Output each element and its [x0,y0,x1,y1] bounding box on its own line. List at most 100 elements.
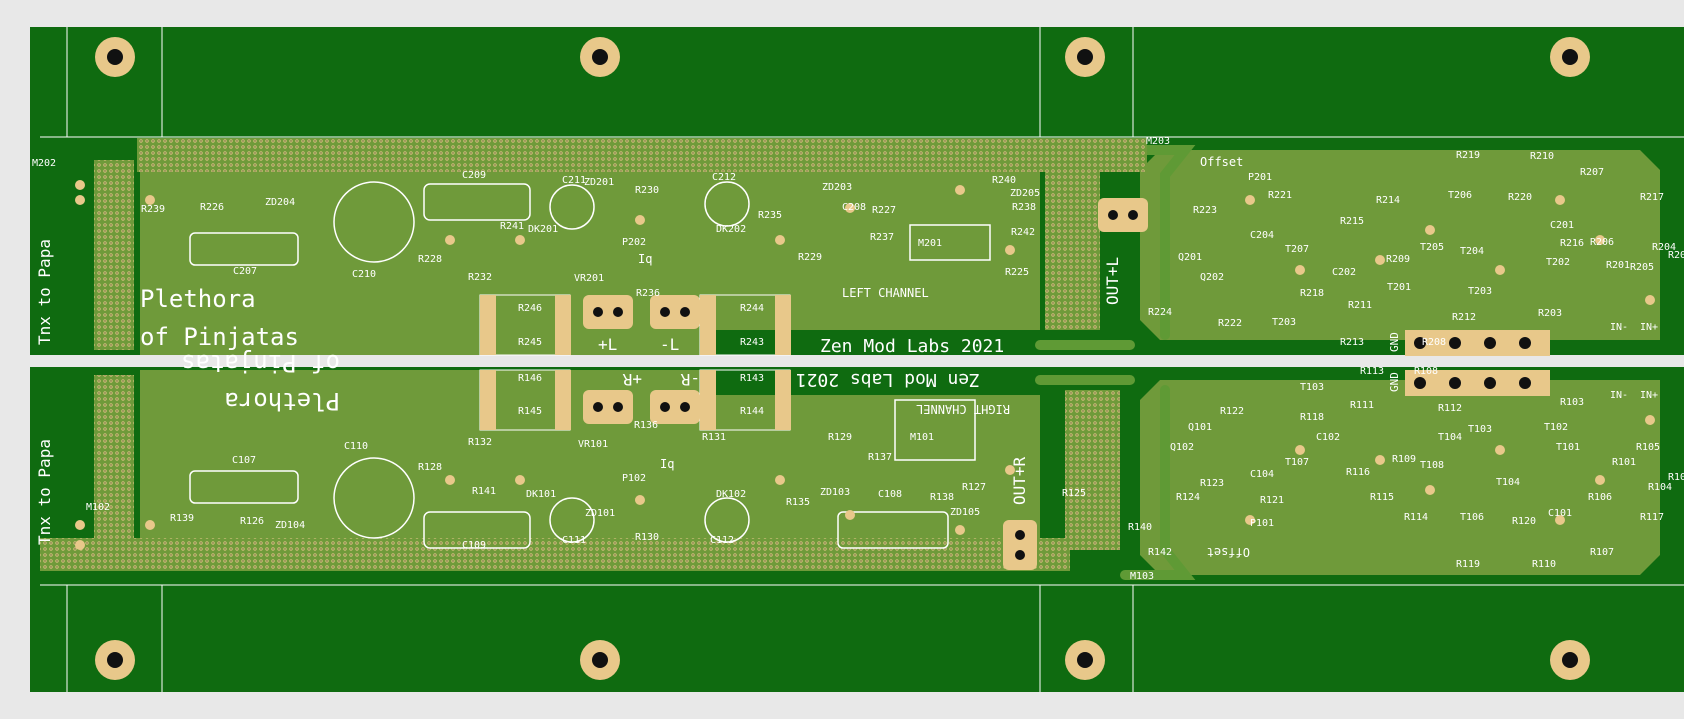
top-designator: R227 [872,205,896,216]
title-top-line1: Plethora [140,285,256,313]
bottom-designator: R129 [828,432,852,443]
bottom-designator: R142 [1148,547,1172,558]
top-designator: R241 [500,221,524,232]
bottom-designator: R144 [740,406,764,417]
top-designator: M201 [918,238,942,249]
ground-strips [40,138,1147,571]
top-designator: C211 [562,175,586,186]
bottom-designator: R104 [1648,482,1672,493]
minus-l-label: -L [660,335,679,354]
top-designator: C201 [1550,220,1574,231]
module-outline [894,224,991,461]
bottom-designator: R132 [468,437,492,448]
top-designator: R230 [635,185,659,196]
top-designator: T205 [1420,242,1444,253]
top-designator: R242 [1011,227,1035,238]
bottom-designator: R118 [1300,412,1324,423]
top-designator: T203 [1468,286,1492,297]
bulk-capacitors [189,181,949,549]
top-designator: R246 [518,303,542,314]
bottom-designator: R115 [1370,492,1394,503]
top-designator: R215 [1340,216,1364,227]
top-designator: R211 [1348,300,1372,311]
bottom-designator: R120 [1512,516,1536,527]
top-designator: T206 [1448,190,1472,201]
bottom-designator: M103 [1130,571,1154,582]
top-designator: R207 [1580,167,1604,178]
iq-top-label: Iq [638,252,652,266]
top-designator: C207 [233,266,257,277]
bottom-designator: R111 [1350,400,1374,411]
top-designator: T204 [1460,246,1484,257]
bottom-designator: R117 [1640,512,1664,523]
bottom-designator: C101 [1548,508,1572,519]
top-designator: T201 [1387,282,1411,293]
bottom-designator: T103 [1468,424,1492,435]
top-designator: C212 [712,172,736,183]
bottom-designator: DK102 [716,489,746,500]
bottom-designator: R141 [472,486,496,497]
bottom-designator: T104 [1438,432,1462,443]
bottom-designator: P101 [1250,518,1274,529]
iq-bottom-label: Iq [660,457,674,471]
center-rail [30,355,1684,367]
component-pads [75,180,1655,550]
top-designator: R204 [1652,242,1676,253]
zen-bottom: Zen Mod Labs 2021 [796,369,980,390]
top-designator: ZD201 [584,177,614,188]
offset-bottom-label: Offset [1207,545,1250,559]
bottom-designator: T104 [1496,477,1520,488]
top-designator: R220 [1508,192,1532,203]
bottom-designator: R127 [962,482,986,493]
top-designator: R222 [1218,318,1242,329]
bottom-designator: C102 [1316,432,1340,443]
copper-fill-top [140,150,1660,355]
bottom-designator: R125 [1062,488,1086,499]
bottom-designator: R145 [518,406,542,417]
top-designator: R235 [758,210,782,221]
in-plus-bottom: IN+ [1640,390,1658,401]
bottom-designator: R114 [1404,512,1428,523]
top-designator: R208 [1422,337,1446,348]
title-bottom-line2: of Pinjatas [181,349,340,377]
bottom-designator: T101 [1556,442,1580,453]
top-designator: R210 [1530,151,1554,162]
power-resistors [479,294,791,431]
top-designator: R238 [1012,202,1036,213]
top-designator: R223 [1193,205,1217,216]
top-designator: C208 [842,202,866,213]
bottom-designator: R146 [518,373,542,384]
input-connectors [1405,330,1550,396]
bottom-designator: ZD104 [275,520,305,531]
in-minus-bottom: IN- [1610,390,1628,401]
top-designator: R213 [1340,337,1364,348]
board-outline [40,27,1684,692]
top-designator: R240 [992,175,1016,186]
bottom-designator: R128 [418,462,442,473]
bottom-designator: Q102 [1170,442,1194,453]
bottom-designator: R139 [170,513,194,524]
top-designator: C204 [1250,230,1274,241]
top-designator: C202 [1332,267,1356,278]
bottom-designator: R126 [240,516,264,527]
top-designator: ZD203 [822,182,852,193]
bottom-designator: R137 [868,452,892,463]
top-designator: T207 [1285,244,1309,255]
top-designator: ZD205 [1010,188,1040,199]
top-designator: R228 [418,254,442,265]
copper-fill-bottom [140,370,1660,575]
bottom-designator: R124 [1176,492,1200,503]
top-designator: R219 [1456,150,1480,161]
top-designator: M202 [32,158,56,169]
top-designator: R209 [1386,254,1410,265]
bottom-designator: ZD103 [820,487,850,498]
top-designator: ZD204 [265,197,295,208]
top-designator: R229 [798,252,822,263]
top-designator: R203 [1538,308,1562,319]
top-designator: R202 [1668,250,1684,261]
bottom-designator: T108 [1420,460,1444,471]
mounting-holes [95,37,1590,680]
top-designator: R244 [740,303,764,314]
top-designator: R221 [1268,190,1292,201]
